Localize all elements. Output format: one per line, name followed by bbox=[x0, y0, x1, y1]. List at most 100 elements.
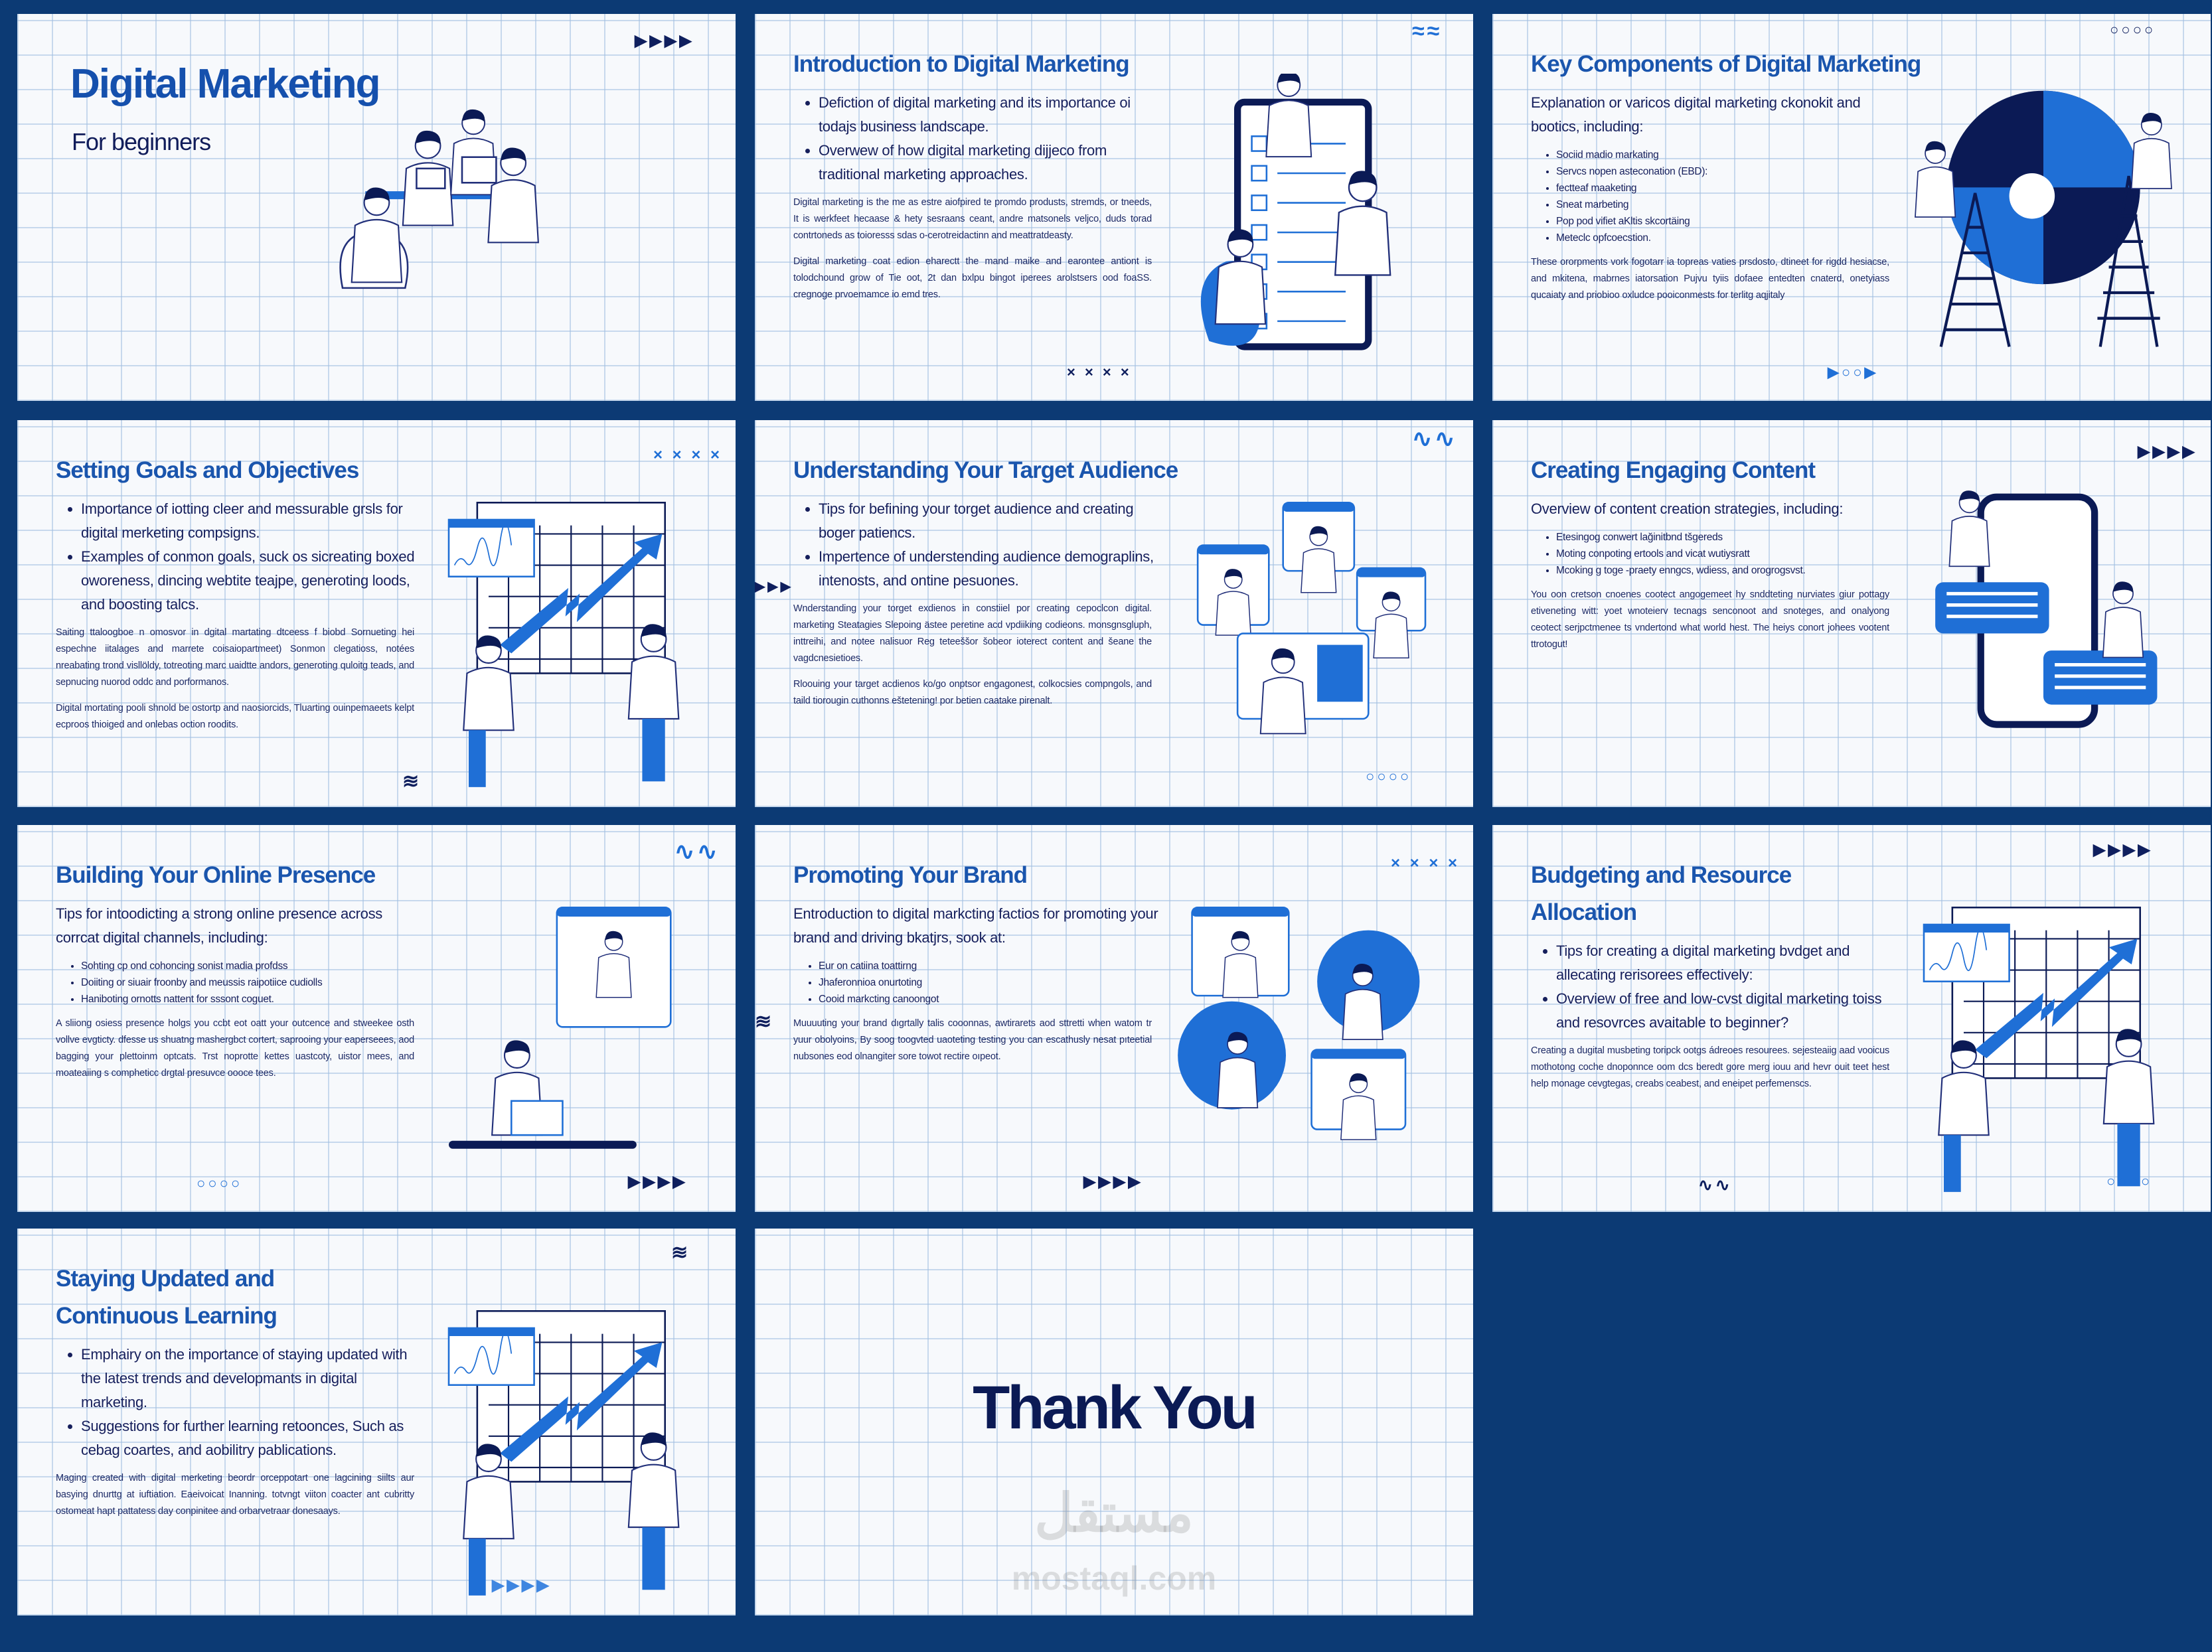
circles-icon: ○○○○ bbox=[2106, 1173, 2153, 1189]
person-figure bbox=[1214, 229, 1267, 325]
growth-chart-illustration-graphic bbox=[1923, 907, 2155, 1192]
body-paragraph: Digital mortating pooli shnold be ostort… bbox=[56, 703, 414, 730]
body-paragraph: A sliiong osiess presence holgs you ccbt… bbox=[56, 1018, 414, 1079]
slide-2[interactable]: Introduction to Digital MarketingDeficti… bbox=[755, 14, 1473, 401]
person-figure bbox=[1342, 963, 1383, 1041]
bullet-item: Cooid markcting canoongot bbox=[819, 991, 1131, 1008]
growth-chart-illustration bbox=[1891, 885, 2196, 1207]
brand-promotion-illustration-graphic bbox=[1178, 907, 1420, 1140]
bullet-item: Etesingog conwert lağinitbnd tšgereds bbox=[1556, 529, 1868, 546]
bullet-item: Tips for creating a digital marketing bv… bbox=[1556, 939, 1901, 987]
slide-title: Staying Updated and Continuous Learning bbox=[56, 1266, 277, 1329]
wave-icon: ∿∿ bbox=[1412, 425, 1458, 452]
checklist-illustration bbox=[1153, 71, 1459, 396]
growth-chart-illustration bbox=[416, 480, 721, 802]
bullet-item: Sohting cp ond cohoncing sonist madia pr… bbox=[81, 958, 393, 974]
bullet-item: Sociid madio markating bbox=[1556, 147, 1868, 163]
bullet-item: Doiiting or siuair froonby and meussis r… bbox=[81, 974, 393, 991]
watermark-url: mostaql.com bbox=[1011, 1560, 1217, 1597]
circles-icon: ○○○○ bbox=[1366, 768, 1412, 785]
bullet-list: Defiction of digital marketing and its i… bbox=[801, 91, 1164, 187]
growth-chart-illustration-graphic bbox=[447, 502, 680, 787]
body-paragraph: Maging created with digital merketing be… bbox=[56, 1473, 414, 1517]
person-figure bbox=[1301, 526, 1337, 593]
slide-title: Budgeting and Resource Allocation bbox=[1531, 862, 1792, 925]
slide-intro: Entroduction to digital markcting factio… bbox=[793, 905, 1158, 946]
person-figure bbox=[463, 635, 514, 731]
person-figure bbox=[1265, 71, 1312, 158]
slide-intro: Explanation or varicos digital marketing… bbox=[1531, 94, 1861, 135]
slide-5[interactable]: Understanding Your Target AudienceTips f… bbox=[755, 420, 1473, 807]
growth-chart-illustration bbox=[416, 1288, 721, 1610]
triangles-icon: ▶▶▶▶ bbox=[2093, 841, 2153, 859]
cover-title: Digital Marketing bbox=[70, 61, 381, 107]
person-figure bbox=[1259, 648, 1306, 735]
triangles-icon: ▶▶▶▶ bbox=[635, 32, 694, 50]
bullet-item: Jhaferonnioa onurtoting bbox=[819, 974, 1131, 991]
slide-title: Key Components of Digital Marketing bbox=[1531, 51, 1921, 77]
slide-4[interactable]: Setting Goals and ObjectivesImportance o… bbox=[17, 420, 736, 807]
bullet-item: Overview of free and low-cvst digital ma… bbox=[1556, 987, 1901, 1035]
body-paragraph: Muuuuting your brand dıgrtally talis coo… bbox=[793, 1018, 1152, 1062]
wave-icon: ≈≈ bbox=[1412, 19, 1443, 44]
bullet-item: Defiction of digital marketing and its i… bbox=[819, 91, 1164, 139]
bullet-item: fectteaf maaketing bbox=[1556, 180, 1868, 196]
slide-title: Building Your Online Presence bbox=[56, 862, 376, 888]
slide-body-text: Creating a dugital musbeting toripck oot… bbox=[1531, 1043, 1889, 1092]
person-figure bbox=[2102, 581, 2144, 658]
bullet-item: Moting conpoting ertools and vicat wutiy… bbox=[1556, 546, 1868, 562]
person-figure bbox=[627, 624, 680, 720]
phone-chat-illustration bbox=[1891, 480, 2196, 802]
puzzle-illustration bbox=[1891, 74, 2196, 396]
slide-title: Setting Goals and Objectives bbox=[56, 457, 359, 483]
bullet-list: Importance of iotting cleer and messurab… bbox=[64, 497, 426, 617]
video-call-illustration-graphic bbox=[449, 907, 672, 1149]
bullet-list-small: Sociid madio markatingServcs nopen astec… bbox=[1539, 147, 1868, 246]
triangles-icon: ▶▶▶▶ bbox=[1083, 1173, 1143, 1191]
team-at-desk-illustration bbox=[309, 100, 615, 401]
bullet-item: Sneat marbeting bbox=[1556, 196, 1868, 213]
body-paragraph: Rloouing your target acdienos ko/go onpt… bbox=[793, 679, 1152, 706]
puzzle-illustration-graphic bbox=[1915, 90, 2172, 347]
wave-icon: ∿∿ bbox=[674, 838, 720, 865]
bullet-item: Tips for befining your torget audience a… bbox=[819, 497, 1164, 545]
person-figure bbox=[1340, 1073, 1377, 1140]
person-figure bbox=[595, 931, 632, 998]
bullet-item: Eur on catiina toattirng bbox=[819, 958, 1131, 974]
checklist-illustration-graphic bbox=[1200, 71, 1391, 350]
slide-9[interactable]: Budgeting and Resource AllocationTips fo… bbox=[1492, 825, 2211, 1212]
slide-body-text: Muuuuting your brand dıgrtally talis coo… bbox=[793, 1015, 1152, 1065]
person-figure bbox=[1217, 1031, 1259, 1108]
bullet-item: Meteclc opfcoecstion. bbox=[1556, 230, 1868, 246]
person-figure bbox=[1915, 141, 1956, 218]
team-at-desk-illustration-graphic bbox=[339, 109, 539, 289]
person-figure bbox=[2130, 112, 2172, 190]
bullet-item: Overwew of how digital marketing dijjeco… bbox=[819, 139, 1164, 187]
zigzag-icon: ≋ bbox=[671, 1242, 691, 1264]
slide-body-text: These ororpments vork fogotarr ia toprea… bbox=[1531, 254, 1889, 304]
person-figure bbox=[1938, 1040, 1990, 1136]
slide-10[interactable]: Staying Updated and Continuous LearningE… bbox=[17, 1229, 736, 1615]
person-figure bbox=[1373, 591, 1409, 659]
person-figure bbox=[2102, 1029, 2155, 1125]
triangles-icon: ▶▶▶▶ bbox=[492, 1576, 552, 1594]
bullet-item: Importance of iotting cleer and messurab… bbox=[81, 497, 426, 545]
crosses-icon: × × × × bbox=[1067, 364, 1132, 380]
slide-title: Introduction to Digital Marketing bbox=[793, 51, 1130, 77]
crosses-icon: × × × × bbox=[653, 446, 723, 464]
thank-you-title: Thank You bbox=[973, 1374, 1258, 1442]
person-figure bbox=[351, 187, 403, 283]
slide-intro: Overview of content creation strategies,… bbox=[1531, 500, 1844, 517]
slide-body-text: You oon cretson cnoenes cootect angogeme… bbox=[1531, 587, 1889, 653]
bullet-list: Tips for creating a digital marketing bv… bbox=[1539, 939, 1901, 1035]
person-figure bbox=[1334, 171, 1391, 276]
slide-intro: Tips for intoodicting a strong online pr… bbox=[56, 905, 383, 946]
slide-body-text: A sliiong osiess presence holgs you ccbt… bbox=[56, 1015, 414, 1082]
body-paragraph: These ororpments vork fogotarr ia toprea… bbox=[1531, 257, 1889, 301]
